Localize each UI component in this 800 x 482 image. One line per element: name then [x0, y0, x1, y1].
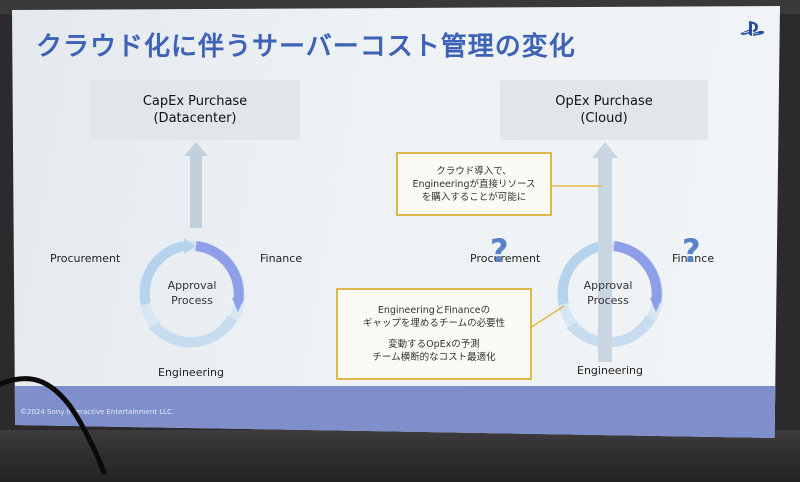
question-mark-icon: ?: [682, 232, 701, 270]
up-arrow-icon: [592, 142, 618, 362]
question-mark-icon: ?: [490, 232, 509, 270]
opex-purchase-box: OpEx Purchase (Cloud): [500, 80, 708, 140]
finance-label-left: Finance: [260, 252, 303, 265]
approval-process-label-right: Approval Process: [583, 279, 633, 307]
capex-subtitle: (Datacenter): [153, 111, 237, 126]
procurement-label-right: Procurement: [470, 252, 541, 265]
opex-title: OpEx Purchase: [555, 94, 653, 109]
approval-process-label-left: Approval Process: [167, 279, 217, 307]
cloud-adoption-note: クラウド導入で、 Engineeringが直接リソース を購入することが可能に: [396, 152, 552, 216]
slide-title: クラウド化に伴うサーバーコスト管理の変化: [36, 32, 576, 62]
callout-connector: [529, 185, 602, 329]
engineering-label-left: Engineering: [158, 366, 224, 379]
opex-subtitle: (Cloud): [580, 111, 628, 126]
capex-title: CapEx Purchase: [142, 94, 248, 109]
cycle-arrows-icon: [139, 238, 245, 348]
engineering-label-right: Engineering: [577, 364, 643, 377]
capex-purchase-box: CapEx Purchase (Datacenter): [90, 80, 300, 140]
playstation-logo-icon: [740, 21, 765, 36]
presentation-slide: クラウド化に伴うサーバーコスト管理の変化 CapEx Purchase (Dat…: [12, 6, 780, 438]
copyright-text: ©2024 Sony Interactive Entertainment LLC…: [20, 408, 175, 416]
finance-label-right: Finance: [672, 252, 715, 265]
team-gap-note: EngineeringとFinanceの ギャップを埋めるチームの必要性 変動す…: [336, 288, 532, 380]
room-background-bottom: [0, 430, 800, 482]
procurement-label-left: Procurement: [50, 252, 121, 265]
up-arrow-icon: [184, 142, 208, 228]
